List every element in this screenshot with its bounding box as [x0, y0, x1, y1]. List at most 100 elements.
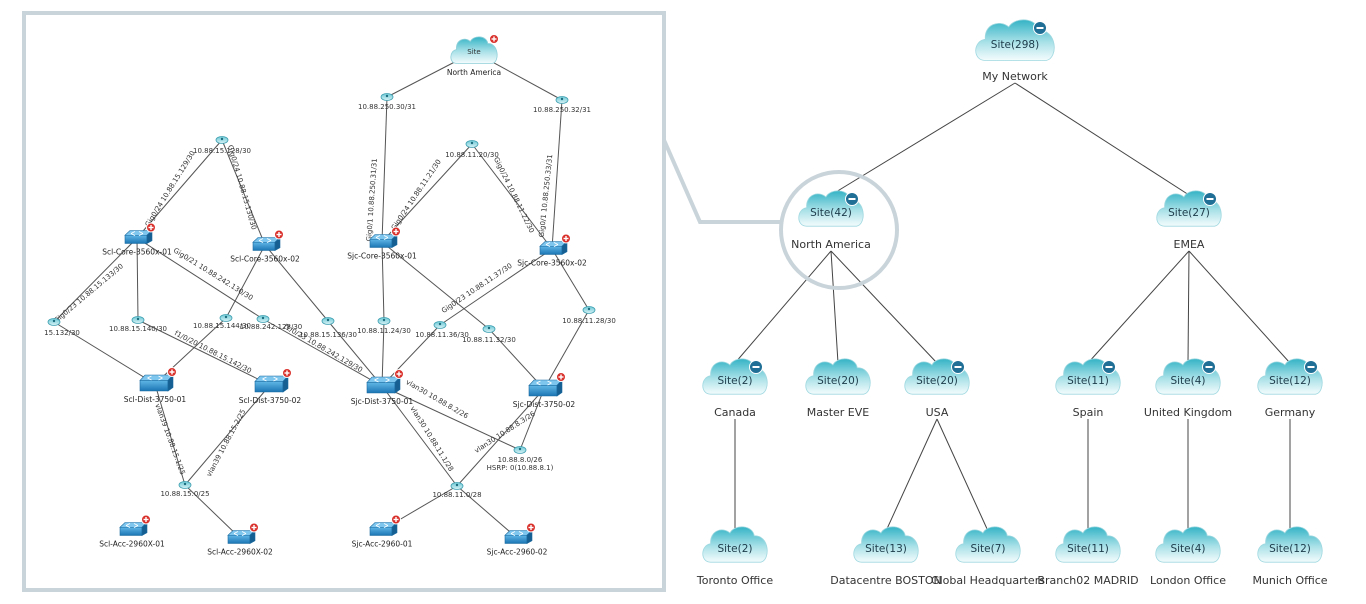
subnet-node[interactable]: 10.88.11.0/28 — [432, 482, 482, 500]
subnet-node[interactable]: 10.88.15.136/30 — [299, 317, 357, 340]
link-d3-s10 — [381, 241, 385, 322]
subnet-node[interactable]: 10.88.250.32/31 — [533, 96, 591, 115]
expand-badge[interactable] — [394, 369, 404, 379]
collapse-badge[interactable] — [1033, 21, 1047, 35]
device-label: Sjc-Core-3560x-01 — [347, 252, 417, 261]
link-d2-s7 — [225, 244, 266, 319]
subnet-node[interactable]: 15.132/30 — [44, 318, 80, 338]
site-cloud-bmad[interactable]: Site(11)Branch02 MADRID — [1037, 526, 1139, 587]
switch-sjc-acc-2960-02[interactable]: Sjc-Acc-2960-02 — [487, 529, 548, 557]
link-s10-d7 — [381, 320, 385, 387]
link-d6-s14 — [184, 384, 271, 486]
site-name: My Network — [982, 70, 1048, 83]
switch-scl-dist-3750-01[interactable]: Scl-Dist-3750-01 — [124, 374, 187, 404]
expand-badge[interactable] — [249, 522, 259, 533]
tree-link-na-meve — [830, 250, 839, 364]
site-name: Global Headquarters — [931, 574, 1045, 587]
subnet-node[interactable]: 10.88.15.0/25 — [160, 481, 210, 499]
subnet-node[interactable]: 10.88.11.32/30 — [462, 325, 516, 345]
site-cloud-uk[interactable]: Site(4) United Kingdom — [1144, 358, 1232, 419]
subnet-label: 10.88.11.28/30 — [562, 317, 616, 325]
device-label: Scl-Dist-3750-02 — [239, 396, 302, 405]
subnet-node[interactable]: 10.88.11.20/30 — [445, 140, 499, 160]
site-name: London Office — [1150, 574, 1226, 587]
expand-badge[interactable] — [141, 514, 151, 525]
site-count: Site(2) — [717, 543, 752, 555]
subnet-node[interactable]: 10.88.11.28/30 — [562, 306, 616, 326]
switch-scl-dist-3750-02[interactable]: Scl-Dist-3750-02 — [239, 375, 302, 405]
expand-badge[interactable] — [274, 229, 284, 240]
expand-badge[interactable] — [146, 222, 156, 233]
tree-link-na-ca — [734, 250, 832, 364]
subnet-node[interactable]: 10.88.11.24/30 — [357, 317, 411, 336]
site-cloud-lon[interactable]: Site(4)London Office — [1150, 526, 1226, 587]
collapse-badge[interactable] — [749, 360, 763, 374]
site-name: Datacentre BOSTON — [830, 574, 942, 587]
site-cloud-mun[interactable]: Site(12)Munich Office — [1252, 526, 1328, 587]
detail-links — [53, 51, 590, 539]
expand-badge[interactable] — [167, 367, 177, 377]
expand-badge[interactable] — [282, 368, 292, 378]
tree-link-emea-es — [1087, 250, 1190, 364]
link-d4-s11 — [439, 248, 553, 326]
switch-scl-acc-2960x-02[interactable]: Scl-Acc-2960X-02 — [207, 529, 273, 557]
site-count: Site(42) — [810, 207, 852, 219]
collapse-badge[interactable] — [845, 192, 859, 206]
subnet-label: 15.132/30 — [44, 329, 80, 337]
detail-panel — [22, 11, 666, 592]
collapse-badge[interactable] — [1304, 360, 1318, 374]
link-s3-d1 — [136, 139, 223, 239]
site-name: Master EVE — [807, 406, 870, 419]
site-count: Site(27) — [1168, 207, 1210, 219]
device-label: Sjc-Acc-2960-01 — [352, 540, 413, 549]
subnet-node[interactable]: 10.88.15.144/30 — [193, 314, 251, 331]
site-cloud-ghq[interactable]: Site(7) Global Headquarters — [931, 526, 1045, 587]
subnet-node[interactable]: 10.88.15.140/30 — [109, 316, 167, 334]
site-cloud-usa[interactable]: Site(20)USA — [904, 358, 970, 419]
link-d7-s15 — [381, 385, 458, 487]
site-count: Site(7) — [970, 543, 1005, 555]
expand-badge[interactable] — [391, 514, 401, 525]
site-count: Site(20) — [916, 375, 958, 387]
link-s9-d7 — [327, 320, 383, 387]
expand-badge[interactable] — [391, 226, 401, 237]
site-name: Toronto Office — [696, 574, 773, 587]
collapse-badge[interactable] — [1102, 360, 1116, 374]
subnet-node[interactable]: 10.88.242.128/30 — [240, 315, 302, 332]
link-s7-d5 — [154, 317, 227, 385]
subnet-label: 10.88.242.128/30 — [240, 323, 302, 331]
site-cloud-dcb[interactable]: Site(13)Datacentre BOSTON — [830, 526, 942, 587]
collapse-badge[interactable] — [1203, 192, 1217, 206]
switch-sjc-core-3560x-01[interactable]: Sjc-Core-3560x-01 — [347, 233, 417, 261]
expand-badge[interactable] — [489, 34, 499, 44]
site-count: Site(4) — [1170, 375, 1205, 387]
device-label: Scl-Acc-2960X-01 — [99, 540, 165, 549]
switch-sjc-dist-3750-02[interactable]: Sjc-Dist-3750-02 — [513, 379, 576, 409]
site-title: Site — [467, 48, 480, 56]
subnet-node[interactable]: 10.88.15.128/30 — [193, 136, 251, 156]
device-label: Sjc-Core-3560x-02 — [517, 259, 587, 268]
subnet-label: 10.88.15.128/30 — [193, 147, 251, 155]
collapse-badge[interactable] — [951, 360, 965, 374]
expand-badge[interactable] — [561, 233, 571, 244]
device-label: Scl-Core-3560x-01 — [102, 248, 172, 257]
subnet-label: 10.88.250.32/31 — [533, 106, 591, 114]
subnet-node[interactable]: 10.88.250.30/31 — [358, 93, 416, 112]
site-count: Site(12) — [1269, 543, 1311, 555]
site-count: Site(11) — [1067, 375, 1109, 387]
site-name: EMEA — [1174, 238, 1205, 251]
expand-badge[interactable] — [556, 372, 566, 382]
link-s5-d5 — [53, 321, 156, 385]
expand-badge[interactable] — [526, 522, 536, 533]
site-name: United Kingdom — [1144, 406, 1232, 419]
tree-link-usa-ghq — [936, 418, 989, 532]
site-cloud-tor[interactable]: Site(2) Toronto Office — [696, 526, 773, 587]
site-name: Germany — [1265, 406, 1316, 419]
link-s3-d2 — [221, 139, 266, 246]
site-cloud-meve[interactable]: Site(20)Master EVE — [805, 358, 871, 419]
subnet-node[interactable]: 10.88.11.36/30 — [415, 321, 469, 340]
collapse-badge[interactable] — [1202, 360, 1216, 374]
